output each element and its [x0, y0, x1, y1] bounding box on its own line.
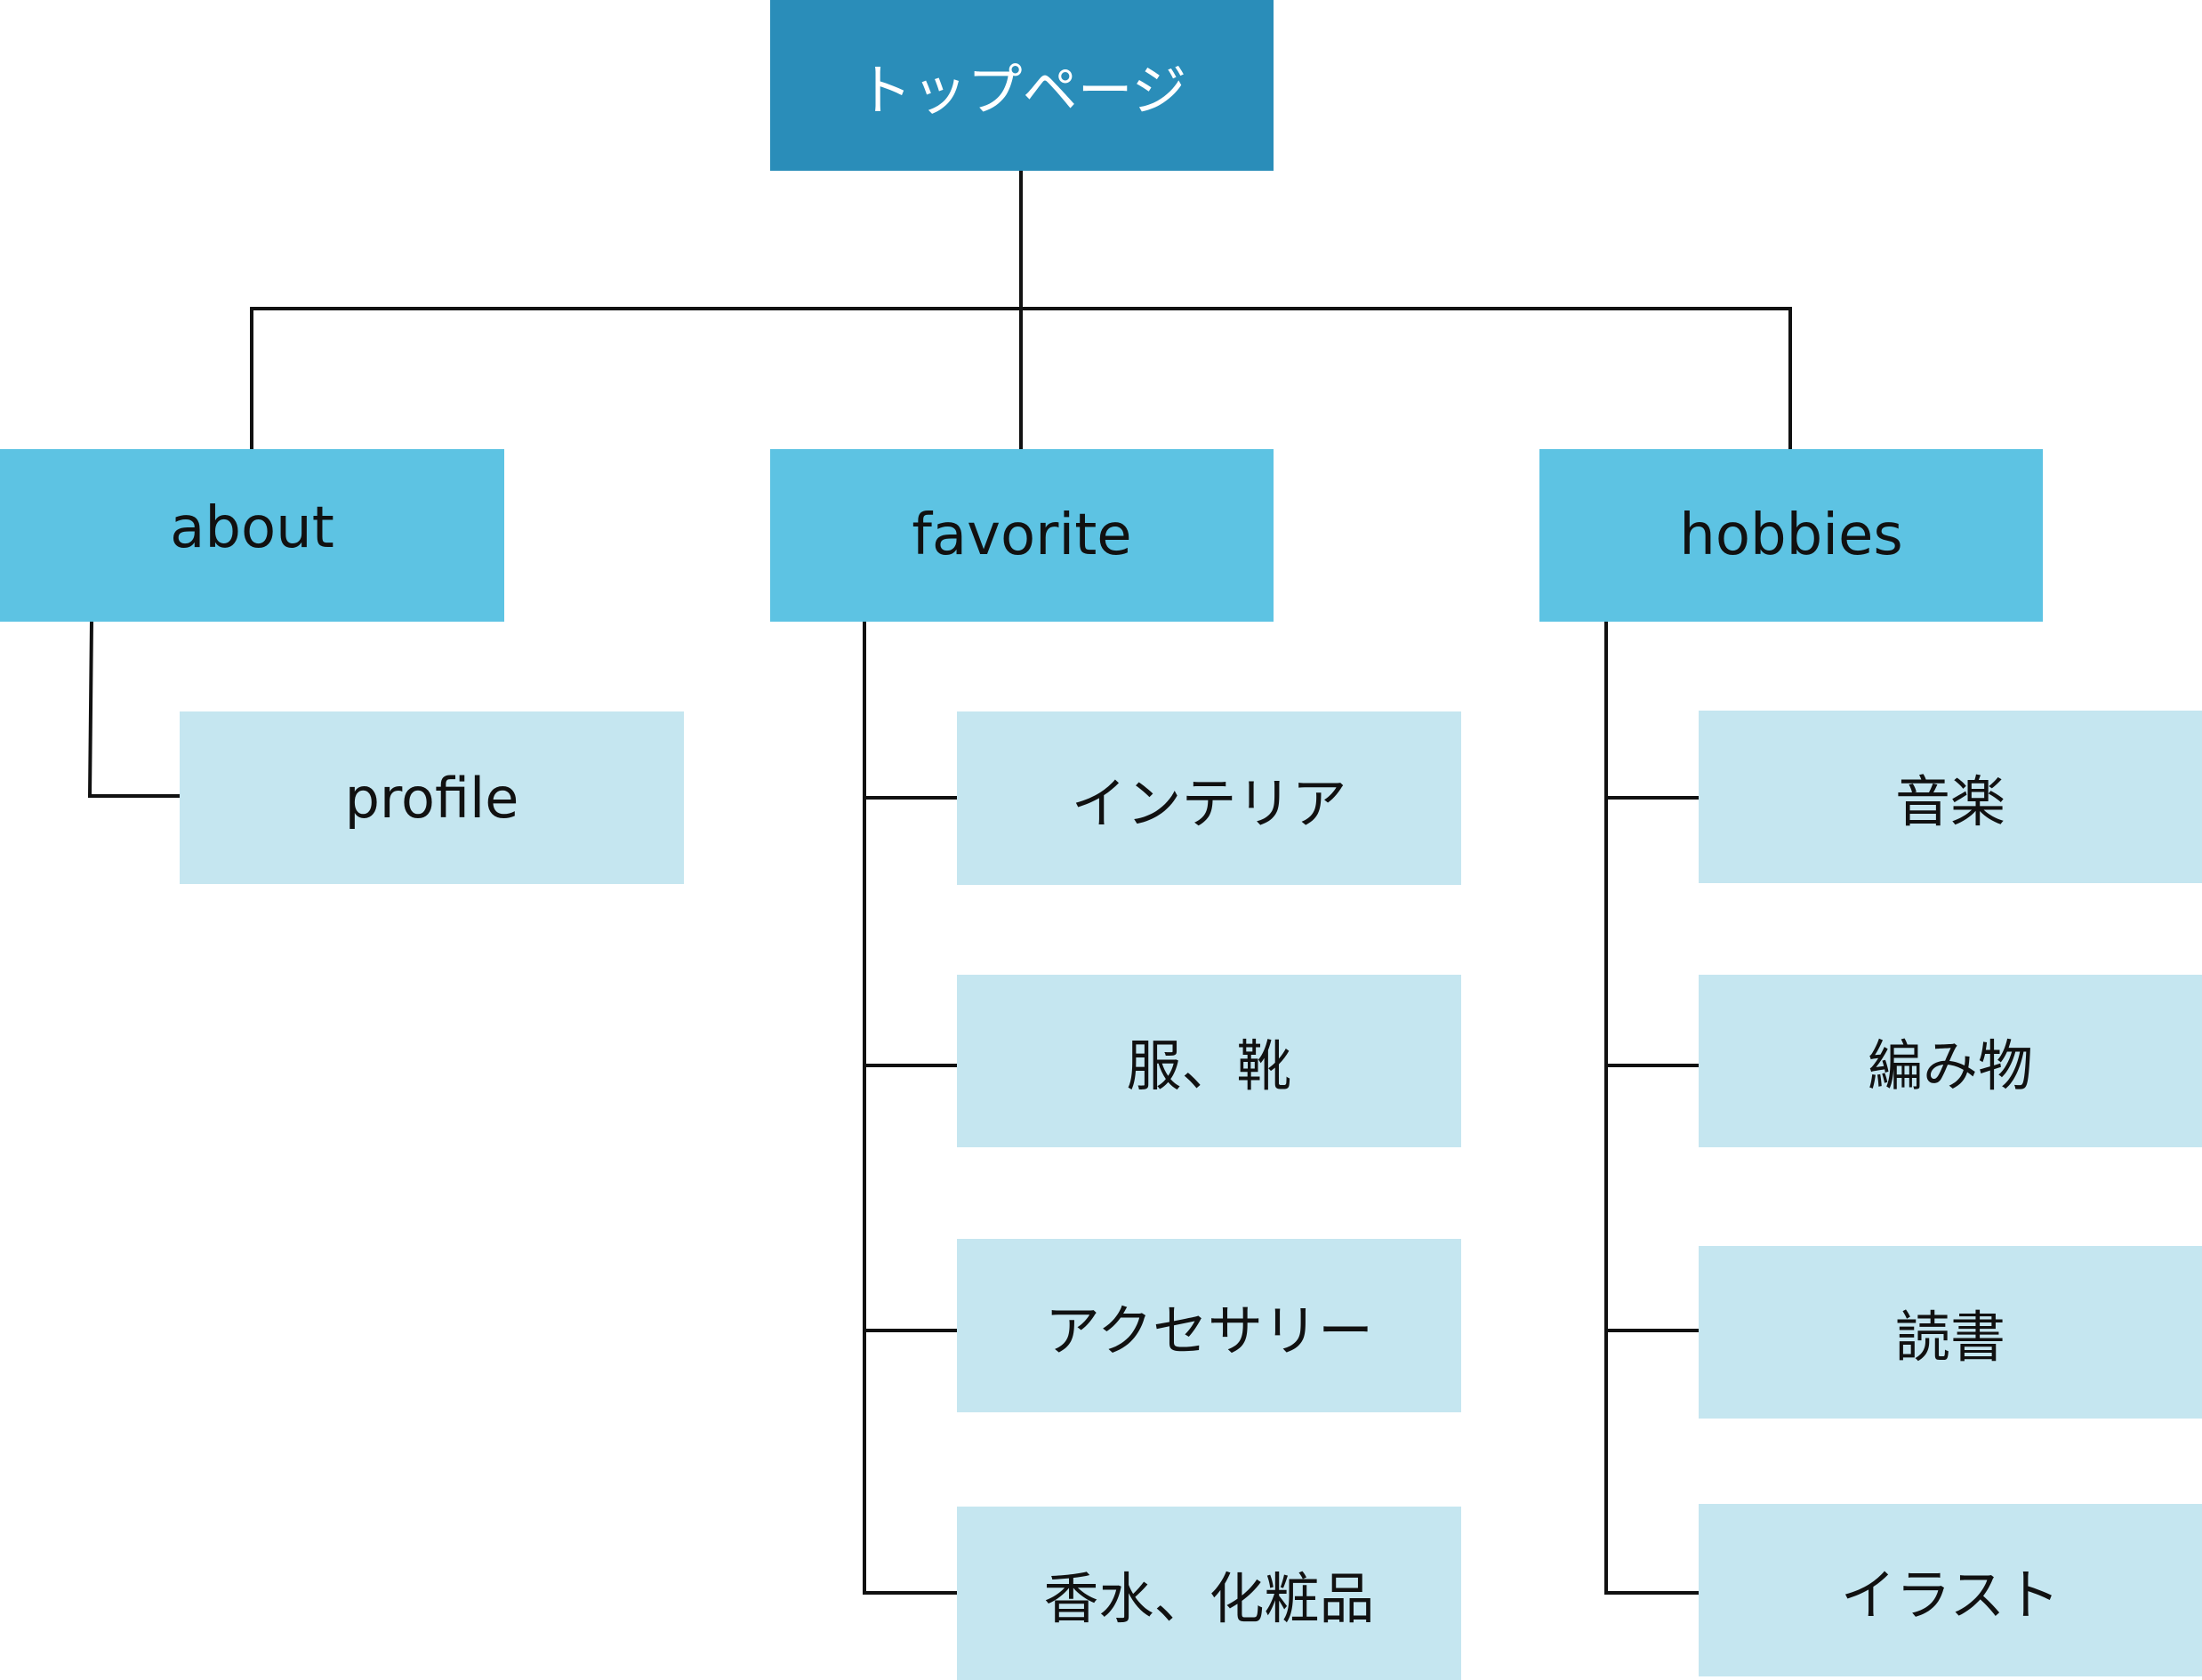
node-illustration: イラスト — [1699, 1504, 2202, 1676]
node-interior: インテリア — [957, 711, 1461, 885]
node-music: 音楽 — [1699, 711, 2202, 883]
node-hobbies: hobbies — [1539, 449, 2043, 622]
node-favorite: favorite — [770, 449, 1274, 622]
node-favorite-label: favorite — [912, 502, 1132, 568]
node-music-label: 音楽 — [1894, 769, 2005, 834]
node-knitting: 編み物 — [1699, 975, 2202, 1147]
node-interior-label: インテリア — [1071, 770, 1347, 836]
node-hobbies-label: hobbies — [1679, 502, 1903, 568]
node-knitting-label: 編み物 — [1867, 1033, 2033, 1098]
node-reading-label: 読書 — [1894, 1305, 2005, 1370]
node-profile: profile — [180, 711, 684, 884]
node-top-page: トップページ — [770, 0, 1274, 171]
node-reading: 読書 — [1699, 1246, 2202, 1419]
node-illustration-label: イラスト — [1840, 1563, 2061, 1628]
connector-about-down — [87, 619, 94, 799]
node-accessory-label: アクセサリー — [1045, 1298, 1373, 1363]
node-clothes-shoes: 服、靴 — [957, 975, 1461, 1147]
node-top-page-label: トップページ — [856, 58, 1187, 123]
node-perfume-cosmetics-label: 香水、化粧品 — [1043, 1565, 1375, 1631]
node-perfume-cosmetics: 香水、化粧品 — [957, 1507, 1461, 1680]
node-about-label: about — [170, 495, 334, 561]
node-profile-label: profile — [344, 765, 519, 831]
node-about: about — [0, 449, 504, 622]
node-clothes-shoes-label: 服、靴 — [1126, 1033, 1292, 1098]
node-accessory: アクセサリー — [957, 1239, 1461, 1412]
